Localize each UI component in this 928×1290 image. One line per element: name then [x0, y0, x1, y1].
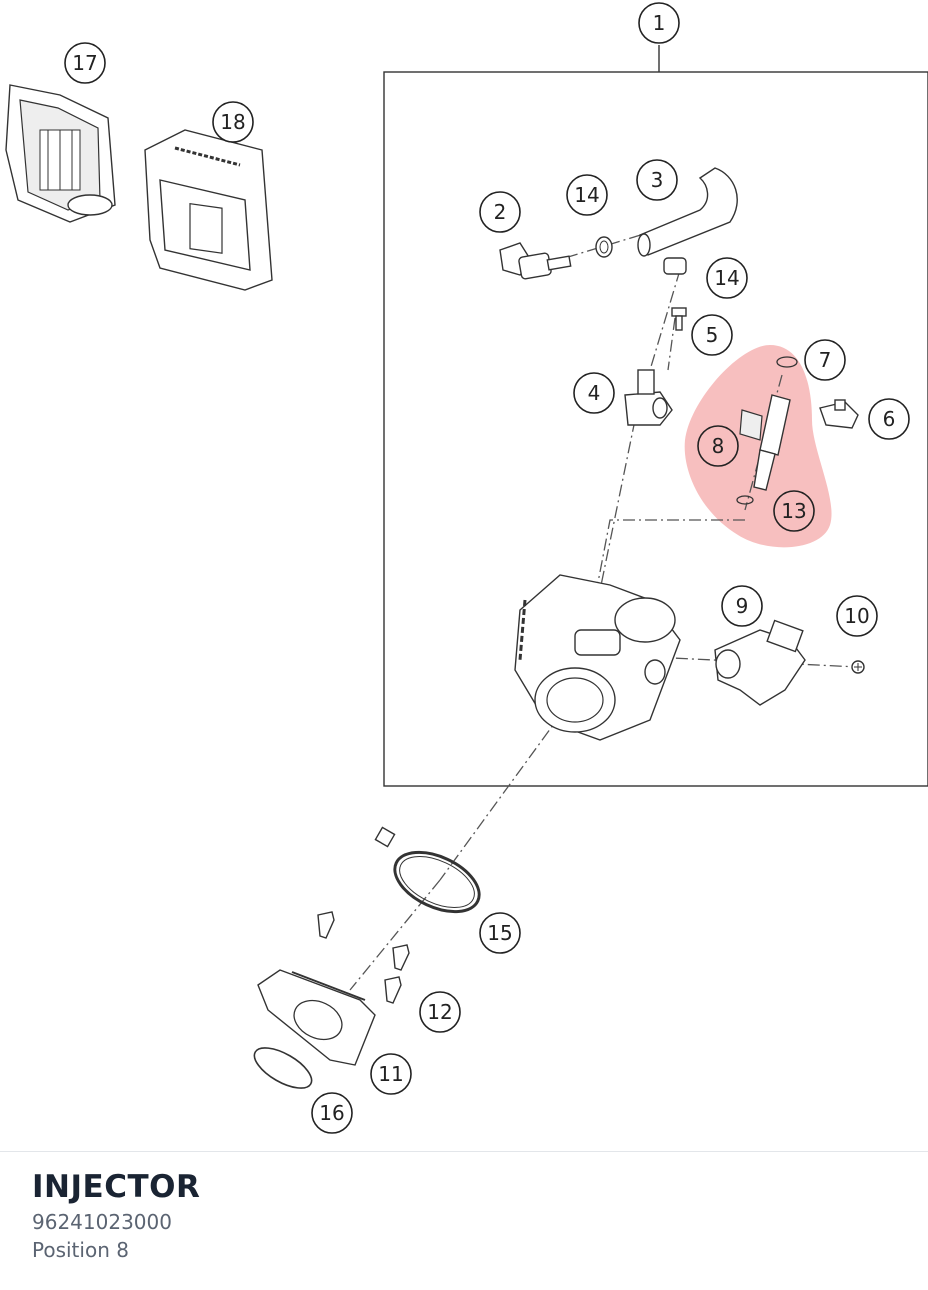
callout-8[interactable]: 8	[697, 425, 739, 467]
callout-12[interactable]: 12	[419, 991, 461, 1033]
svg-text:16: 16	[319, 1101, 344, 1125]
callout-18[interactable]: 18	[212, 101, 254, 143]
svg-text:1: 1	[653, 11, 666, 35]
callout-5[interactable]: 5	[691, 314, 733, 356]
svg-text:14: 14	[714, 266, 739, 290]
o-ring-part[interactable]	[248, 1040, 317, 1096]
flange-screws-part[interactable]	[317, 911, 410, 1004]
cover-part[interactable]	[144, 129, 273, 291]
throttle-body-part[interactable]	[514, 574, 681, 741]
part-position: Position 8	[32, 1238, 129, 1262]
injector-part[interactable]	[736, 356, 798, 505]
part-name: INJECTOR	[32, 1169, 201, 1205]
svg-text:15: 15	[487, 921, 512, 945]
intake-flange-part[interactable]	[257, 969, 376, 1066]
svg-text:5: 5	[706, 323, 719, 347]
pressure-sensor-part[interactable]	[499, 242, 572, 280]
callout-9[interactable]: 9	[721, 585, 763, 627]
throttle-sensor-part[interactable]	[714, 619, 806, 706]
svg-text:13: 13	[781, 499, 806, 523]
hose-clamp-part-lower[interactable]	[663, 257, 687, 275]
assembly-frame	[383, 45, 928, 787]
callout-4[interactable]: 4	[573, 372, 615, 414]
svg-text:10: 10	[844, 604, 869, 628]
callout-2[interactable]: 2	[479, 191, 521, 233]
callout-1[interactable]: 1	[638, 2, 680, 44]
svg-text:2: 2	[494, 200, 507, 224]
vacuum-hose-part[interactable]	[637, 167, 738, 257]
exploded-parts-diagram: 1 2 3 14 14 5 4 7 6 8 13 9 10 15 12 11 1…	[5, 2, 928, 1134]
svg-text:18: 18	[220, 110, 245, 134]
callout-14-upper[interactable]: 14	[566, 174, 608, 216]
injector-highlight[interactable]	[684, 345, 832, 548]
intake-clamp-part[interactable]	[374, 826, 488, 923]
callout-13[interactable]: 13	[773, 490, 815, 532]
callout-17[interactable]: 17	[64, 42, 106, 84]
hose-clamp-part-upper[interactable]	[595, 236, 613, 258]
callout-14-lower[interactable]: 14	[706, 257, 748, 299]
callout-6[interactable]: 6	[868, 398, 910, 440]
callout-10[interactable]: 10	[836, 595, 878, 637]
sensor-screw-part[interactable]	[851, 660, 865, 674]
svg-text:4: 4	[588, 381, 601, 405]
svg-text:8: 8	[712, 434, 725, 458]
svg-text:6: 6	[883, 407, 896, 431]
callout-7[interactable]: 7	[804, 339, 846, 381]
part-info-panel: INJECTOR 96241023000 Position 8	[32, 1166, 200, 1264]
svg-text:9: 9	[736, 594, 749, 618]
part-number: 96241023000	[32, 1210, 172, 1234]
svg-text:7: 7	[819, 348, 832, 372]
callout-11[interactable]: 11	[370, 1053, 412, 1095]
temperature-sensor-part[interactable]	[819, 399, 859, 429]
svg-text:17: 17	[72, 51, 97, 75]
regulator-part[interactable]	[624, 369, 673, 426]
svg-text:11: 11	[378, 1062, 403, 1086]
svg-text:12: 12	[427, 1000, 452, 1024]
svg-text:14: 14	[574, 183, 599, 207]
callout-3[interactable]: 3	[636, 159, 678, 201]
footer-divider	[0, 1151, 928, 1152]
callout-16[interactable]: 16	[311, 1092, 353, 1134]
control-unit-part[interactable]	[5, 84, 116, 223]
callout-15[interactable]: 15	[479, 912, 521, 954]
svg-text:3: 3	[651, 168, 664, 192]
screw-part[interactable]	[671, 307, 687, 331]
